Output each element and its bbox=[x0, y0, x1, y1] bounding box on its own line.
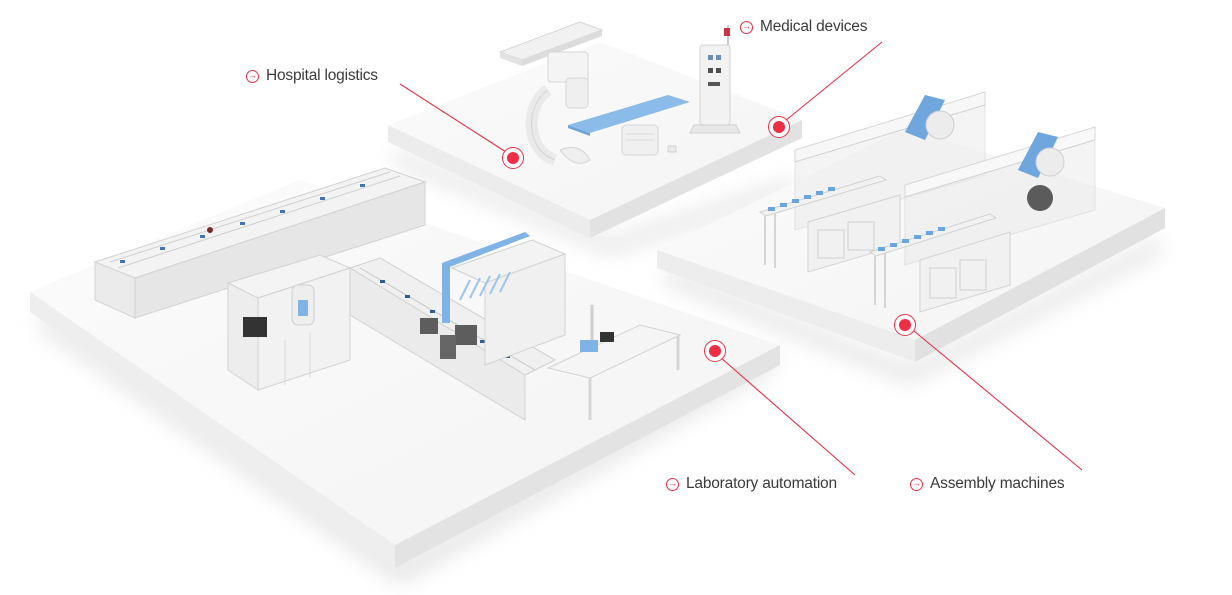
label-assembly-machines[interactable]: Assembly machines bbox=[910, 475, 1065, 493]
hotspot-medical-devices[interactable] bbox=[768, 116, 790, 138]
platform-laboratory bbox=[30, 180, 780, 585]
lab-analyzer-illustration bbox=[226, 254, 352, 391]
lab-storage-module-illustration bbox=[442, 232, 567, 366]
label-text: Medical devices bbox=[760, 18, 868, 35]
arrow-right-circle-icon bbox=[246, 69, 259, 83]
label-text: Laboratory automation bbox=[686, 475, 837, 492]
assembly-machine-1-illustration bbox=[758, 91, 986, 273]
hotspot-laboratory-automation[interactable] bbox=[704, 340, 726, 362]
leader-line-laboratory-automation bbox=[719, 356, 856, 476]
arrow-right-circle-icon bbox=[910, 477, 923, 491]
leader-lines bbox=[399, 41, 1083, 476]
arrow-right-circle-icon bbox=[666, 477, 679, 491]
label-text: Assembly machines bbox=[930, 475, 1065, 492]
assembly-machine-2-illustration bbox=[868, 126, 1096, 313]
label-laboratory-automation[interactable]: Laboratory automation bbox=[666, 475, 837, 493]
dialysis-device-illustration bbox=[689, 25, 741, 134]
hotspot-assembly-machines[interactable] bbox=[894, 314, 916, 336]
hotspot-hospital-logistics[interactable] bbox=[502, 147, 524, 169]
leader-line-hospital-logistics bbox=[399, 83, 507, 153]
leader-line-assembly-machines bbox=[913, 330, 1083, 471]
label-hospital-logistics[interactable]: Hospital logistics bbox=[246, 67, 378, 85]
lab-workbench-illustration bbox=[546, 305, 682, 420]
label-medical-devices[interactable]: Medical devices bbox=[740, 18, 867, 36]
arrow-right-circle-icon bbox=[740, 20, 753, 34]
c-arm-system-illustration bbox=[498, 21, 690, 166]
lab-track-system-illustration bbox=[93, 167, 427, 319]
label-text: Hospital logistics bbox=[266, 67, 378, 84]
leader-line-medical-devices bbox=[784, 41, 883, 122]
